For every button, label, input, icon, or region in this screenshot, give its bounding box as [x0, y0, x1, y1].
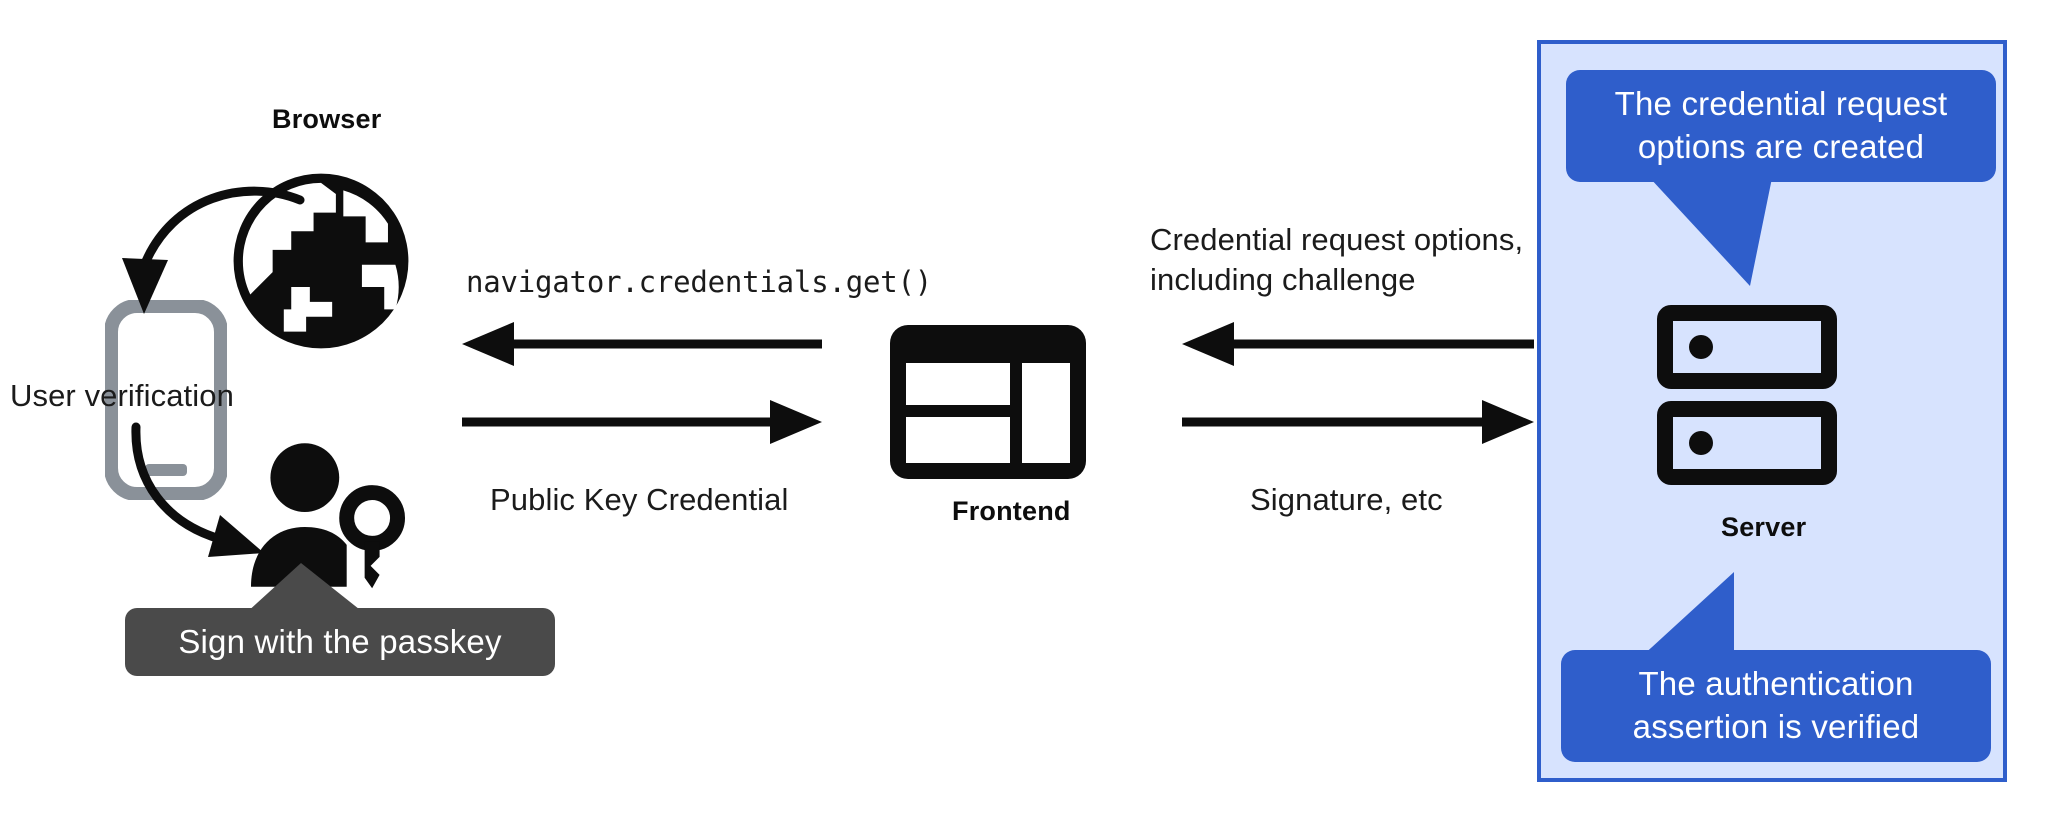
server-racks-icon: [1657, 305, 1837, 485]
passkey-tooltip-tail: [246, 563, 366, 615]
smartphone-icon: [104, 299, 228, 501]
credential-request-options-label: Credential request options, including ch…: [1150, 222, 1524, 297]
web-layout-icon: [890, 325, 1086, 479]
server-label: Server: [1721, 512, 1807, 542]
person-with-key-icon: [248, 440, 408, 590]
phone-to-user-curve-arrow: [96, 415, 326, 575]
navigator-credentials-get-label: navigator.credentials.get(): [466, 265, 933, 299]
signature-etc-label: Signature, etc: [1250, 482, 1443, 517]
frontend-label: Frontend: [952, 496, 1071, 526]
user-verification-label: User verification: [10, 378, 234, 413]
public-key-credential-label: Public Key Credential: [490, 482, 789, 517]
authentication-assertion-callout: The authentication assertion is verified: [1561, 650, 1991, 762]
authentication-assertion-callout-text: The authentication assertion is verified: [1632, 665, 1920, 745]
credential-options-callout: The credential request options are creat…: [1566, 70, 1996, 182]
globe-icon: [228, 168, 414, 354]
frontend-to-server-arrow: [1182, 400, 1534, 444]
credential-options-callout-tail: [1650, 178, 1880, 288]
frontend-to-browser-arrow: [462, 322, 822, 366]
browser-to-frontend-arrow: [462, 400, 822, 444]
sign-with-passkey-tooltip-text: Sign with the passkey: [178, 623, 502, 660]
browser-label: Browser: [272, 104, 382, 134]
browser-to-phone-curve-arrow: [96, 182, 326, 362]
server-to-frontend-arrow: [1182, 322, 1534, 366]
credential-options-callout-text: The credential request options are creat…: [1614, 85, 1948, 165]
sign-with-passkey-tooltip: Sign with the passkey: [125, 608, 555, 676]
